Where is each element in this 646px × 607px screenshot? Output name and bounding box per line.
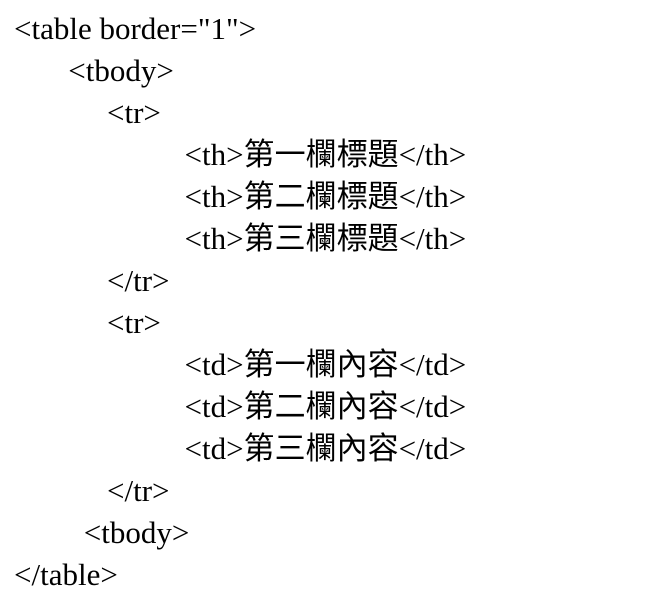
code-line-th-2: <th>第二欄標題</th>	[14, 179, 467, 214]
code-line-tr-close-2: </tr>	[14, 473, 170, 508]
code-line-td-2: <td>第二欄內容</td>	[14, 389, 467, 424]
code-line-td-1: <td>第一欄內容</td>	[14, 347, 467, 382]
code-line-tr-close-1: </tr>	[14, 263, 170, 298]
code-line-th-1: <th>第一欄標題</th>	[14, 137, 467, 172]
code-line-td-3: <td>第三欄內容</td>	[14, 431, 467, 466]
code-line-tr-open-1: <tr>	[14, 95, 161, 130]
code-line-tbody-open: <tbody>	[14, 53, 174, 88]
code-line-table-open: <table border="1">	[14, 11, 257, 46]
code-line-table-close: </table>	[14, 557, 118, 592]
code-line-tr-open-2: <tr>	[14, 305, 161, 340]
code-line-tbody-close: <tbody>	[14, 515, 190, 550]
code-line-th-3: <th>第三欄標題</th>	[14, 221, 467, 256]
